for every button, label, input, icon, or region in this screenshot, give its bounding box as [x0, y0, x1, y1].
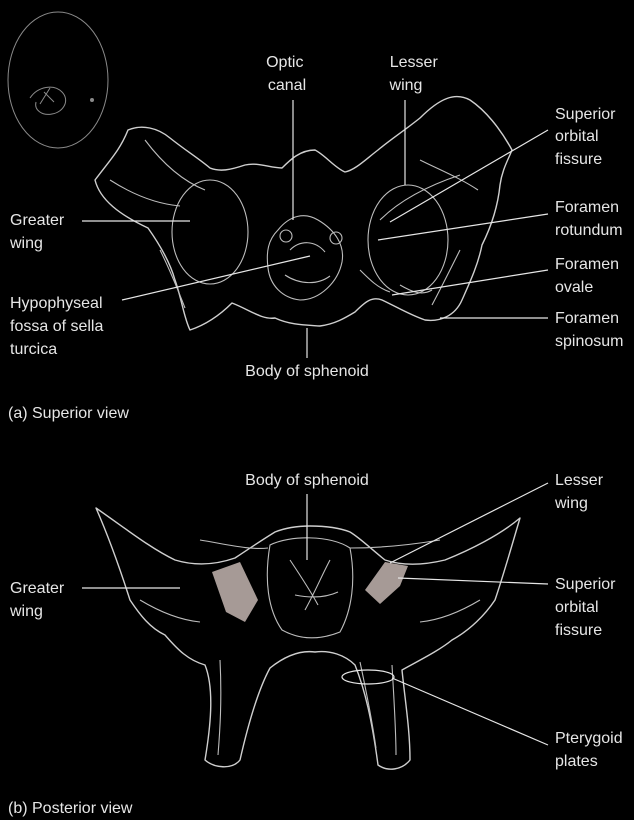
skull-orientation-icon [7, 11, 109, 149]
body-of-sphenoid-label-a: Body of sphenoid [245, 363, 369, 380]
foramen-rotundum-label: Foramen rotundum [555, 199, 623, 239]
leader-lines-superior [82, 100, 549, 358]
lesser-wing-label-b: Lesser wing [554, 472, 607, 512]
foramen-spinosum-label: Foramen spinosum [555, 310, 623, 350]
greater-wing-label-a: Greater wing [9, 212, 69, 252]
body-of-sphenoid-label-b: Body of sphenoid [245, 472, 369, 489]
hypophyseal-fossa-label: Hypophyseal fossa of sella turcica [10, 295, 108, 358]
pterygoid-plates-label: Pterygoid plates [555, 730, 627, 770]
foramen-ovale-label: Foramen ovale [555, 256, 623, 296]
greater-wing-label-b: Greater wing [9, 580, 69, 620]
optic-canal-label: Optic canal [266, 54, 308, 94]
superior-orbital-fissure-label-a: Superior orbital fissure [555, 106, 620, 168]
sphenoid-superior-illustration [94, 95, 513, 331]
posterior-view-caption: (b) Posterior view [8, 800, 133, 817]
sphenoid-posterior-illustration [95, 507, 521, 770]
leader-lines-posterior [82, 482, 549, 746]
lesser-wing-label-a: Lesser wing [389, 54, 443, 94]
superior-orbital-fissure-label-b: Superior orbital fissure [555, 576, 620, 639]
superior-view-caption: (a) Superior view [8, 405, 129, 422]
